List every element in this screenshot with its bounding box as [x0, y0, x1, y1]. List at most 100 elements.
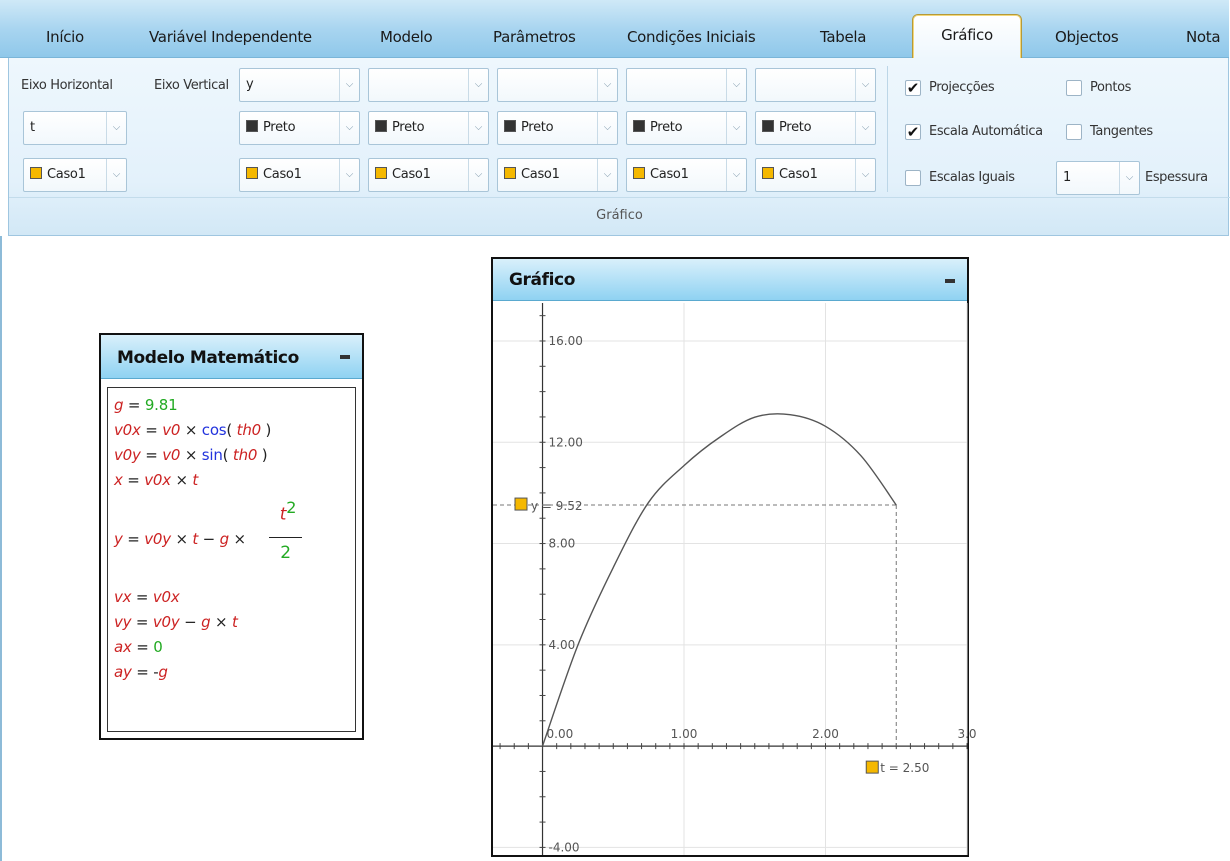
vertical-case-value: Caso1 — [392, 167, 431, 182]
case-color-swatch — [504, 167, 516, 179]
case-color-swatch — [514, 497, 528, 511]
equation-y: y = v0y × t − g × t2 2 — [114, 493, 349, 585]
fraction-bar — [269, 537, 302, 538]
points-label: Pontos — [1090, 80, 1131, 95]
chevron-down-icon[interactable]: ⌵ — [339, 159, 359, 191]
chevron-down-icon[interactable]: ⌵ — [468, 159, 488, 191]
minimize-icon[interactable] — [945, 279, 955, 283]
projections-label: Projecções — [929, 80, 995, 95]
chevron-down-icon[interactable]: ⌵ — [597, 69, 617, 101]
chevron-down-icon[interactable]: ⌵ — [855, 112, 875, 144]
tab-nota[interactable]: Nota — [1186, 28, 1221, 46]
vertical-axis-label: Eixo Vertical — [154, 78, 229, 93]
vertical-color-select-2[interactable]: Preto ⌵ — [368, 111, 489, 145]
vertical-case-value: Caso1 — [650, 167, 689, 182]
vertical-color-select-4[interactable]: Preto ⌵ — [626, 111, 747, 145]
tab-modelo[interactable]: Modelo — [380, 28, 433, 46]
equal-scales-checkbox[interactable] — [905, 170, 921, 186]
tab-grafico[interactable]: Gráfico — [912, 14, 1022, 59]
vertical-case-select-3[interactable]: Caso1 ⌵ — [497, 158, 618, 192]
case-color-swatch — [246, 167, 258, 179]
math-model-window[interactable]: Modelo Matemático g = 9.81 v0x = v0 × co… — [99, 333, 364, 740]
chevron-down-icon[interactable]: ⌵ — [339, 112, 359, 144]
vertical-color-value: Preto — [650, 120, 683, 135]
vertical-color-value: Preto — [779, 120, 812, 135]
chevron-down-icon[interactable]: ⌵ — [1119, 162, 1139, 194]
vertical-variable-select-4[interactable]: ⌵ — [626, 68, 747, 102]
black-color-swatch — [762, 120, 774, 132]
chevron-down-icon[interactable]: ⌵ — [597, 159, 617, 191]
vertical-color-select-5[interactable]: Preto ⌵ — [755, 111, 876, 145]
workspace: Modelo Matemático g = 9.81 v0x = v0 × co… — [0, 236, 1229, 861]
chevron-down-icon[interactable]: ⌵ — [855, 159, 875, 191]
x-tick-label: 2.00 — [812, 727, 839, 741]
tab-condicoes-iniciais[interactable]: Condições Iniciais — [627, 28, 756, 46]
auto-scale-label: Escala Automática — [929, 124, 1043, 139]
chevron-down-icon[interactable]: ⌵ — [855, 69, 875, 101]
black-color-swatch — [504, 120, 516, 132]
points-checkbox[interactable] — [1066, 80, 1082, 96]
chevron-down-icon[interactable]: ⌵ — [726, 159, 746, 191]
ribbon-group-caption: Gráfico — [9, 197, 1230, 233]
chevron-down-icon[interactable]: ⌵ — [597, 112, 617, 144]
projections-checkbox[interactable]: ✔ — [905, 80, 921, 96]
horizontal-variable-select[interactable]: t ⌵ — [23, 111, 127, 145]
vertical-case-select-4[interactable]: Caso1 ⌵ — [626, 158, 747, 192]
tab-parametros[interactable]: Parâmetros — [493, 28, 576, 46]
graph-title: Gráfico — [509, 270, 575, 290]
math-model-title-bar[interactable]: Modelo Matemático — [101, 335, 362, 379]
chevron-down-icon[interactable]: ⌵ — [726, 112, 746, 144]
case-color-swatch — [762, 167, 774, 179]
horizontal-case-select[interactable]: Caso1 ⌵ — [23, 158, 127, 192]
chevron-down-icon[interactable]: ⌵ — [339, 69, 359, 101]
y-vs-t-curve — [541, 413, 897, 747]
math-model-equations[interactable]: g = 9.81 v0x = v0 × cos( th0 ) v0y = v0 … — [107, 387, 356, 732]
chevron-down-icon[interactable]: ⌵ — [726, 69, 746, 101]
horizontal-case-value: Caso1 — [47, 167, 86, 182]
case-color-swatch — [633, 167, 645, 179]
vertical-case-select-5[interactable]: Caso1 ⌵ — [755, 158, 876, 192]
black-color-swatch — [246, 120, 258, 132]
tab-variavel-independente[interactable]: Variável Independente — [149, 28, 312, 46]
tangents-label: Tangentes — [1090, 124, 1153, 139]
case-color-swatch — [865, 760, 879, 774]
ribbon-tab-bar: Início Variável Independente Modelo Parâ… — [0, 0, 1229, 59]
fraction-numerator: t2 — [279, 498, 297, 525]
vertical-case-select-1[interactable]: Caso1 ⌵ — [239, 158, 360, 192]
vertical-variable-select-1[interactable]: y ⌵ — [239, 68, 360, 102]
auto-scale-checkbox[interactable]: ✔ — [905, 124, 921, 140]
tab-tabela[interactable]: Tabela — [820, 28, 867, 46]
equation-g: g = 9.81 — [114, 396, 178, 414]
chevron-down-icon[interactable]: ⌵ — [468, 69, 488, 101]
y-tick-label: 8.00 — [549, 537, 576, 551]
case-color-swatch — [375, 167, 387, 179]
vertical-color-select-1[interactable]: Preto ⌵ — [239, 111, 360, 145]
fraction-denominator: 2 — [280, 543, 291, 563]
vertical-color-select-3[interactable]: Preto ⌵ — [497, 111, 618, 145]
vertical-case-select-2[interactable]: Caso1 ⌵ — [368, 158, 489, 192]
vertical-variable-select-5[interactable]: ⌵ — [755, 68, 876, 102]
tab-objectos[interactable]: Objectos — [1055, 28, 1119, 46]
thickness-select[interactable]: 1 ⌵ — [1056, 161, 1140, 195]
equation-vy: vy = v0y − g × t — [114, 613, 238, 631]
horizontal-variable-value: t — [30, 120, 35, 135]
minimize-icon[interactable] — [340, 355, 350, 359]
thickness-label: Espessura — [1145, 170, 1208, 185]
graph-title-bar[interactable]: Gráfico — [493, 259, 967, 301]
tab-inicio[interactable]: Início — [46, 28, 84, 46]
tangents-checkbox[interactable] — [1066, 124, 1082, 140]
equation-vx: vx = v0x — [114, 588, 180, 606]
equal-scales-label: Escalas Iguais — [929, 170, 1015, 185]
projection-t-label: t = 2.50 — [880, 761, 929, 775]
vertical-variable-select-2[interactable]: ⌵ — [368, 68, 489, 102]
equation-ay: ay = -g — [114, 663, 168, 681]
case-color-swatch — [30, 167, 42, 179]
chevron-down-icon[interactable]: ⌵ — [106, 159, 126, 191]
chevron-down-icon[interactable]: ⌵ — [106, 112, 126, 144]
chevron-down-icon[interactable]: ⌵ — [468, 112, 488, 144]
vertical-variable-select-3[interactable]: ⌵ — [497, 68, 618, 102]
y-tick-label: -4.00 — [549, 840, 580, 854]
equation-ax: ax = 0 — [114, 638, 163, 656]
